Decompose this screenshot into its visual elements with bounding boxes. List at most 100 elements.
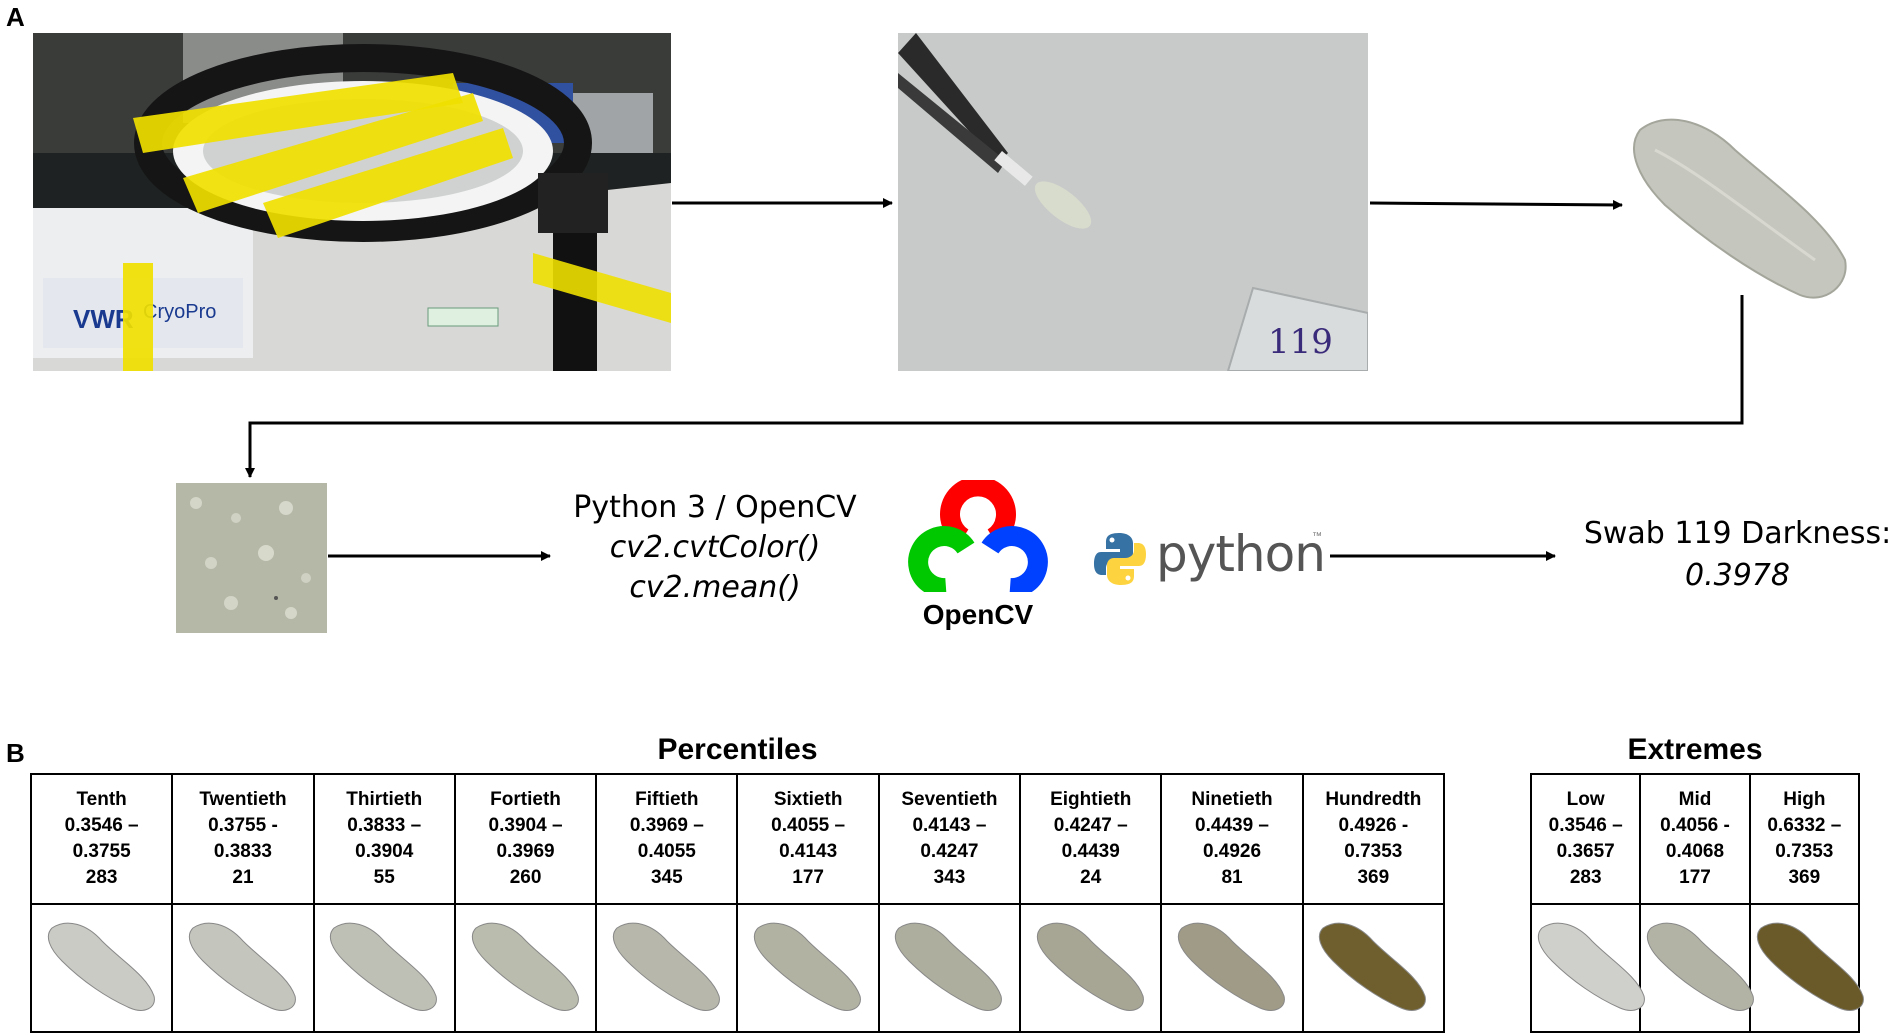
percentile-range-lo: 0.4926 -	[1338, 815, 1409, 836]
percentile-swab-cell	[595, 903, 739, 1033]
extreme-swab-image	[1756, 922, 1864, 1011]
python-snake-icon	[1094, 533, 1146, 585]
percentile-range-lo: 0.3755 -	[208, 815, 278, 836]
percentile-swab-image	[1319, 922, 1427, 1011]
ring-light-setup-photo: VWR CryoPro	[33, 33, 671, 371]
swab-on-slide-photo: 119	[898, 33, 1368, 371]
extreme-range-hi: 0.3657	[1556, 841, 1615, 862]
percentile-swab-id: 283	[85, 867, 118, 888]
percentile-swab-image	[330, 922, 438, 1011]
extreme-range-hi: 0.4068	[1665, 841, 1725, 862]
percentile-swab-id: 24	[1080, 867, 1102, 888]
opencv-logo-text: OpenCV	[922, 599, 1034, 630]
slide-label: 119	[1268, 322, 1333, 362]
percentile-range-hi: 0.4247	[920, 841, 979, 862]
arrow-isolated-to-crop	[245, 295, 1744, 478]
percentile-label: Fortieth	[490, 789, 561, 810]
percentile-label: Eightieth	[1050, 789, 1132, 810]
percentile-range-hi: 0.4143	[779, 841, 838, 862]
percentile-swab-shape	[1036, 922, 1144, 1011]
extreme-swab-cell	[1748, 903, 1864, 1033]
extreme-label: Low	[1566, 789, 1605, 810]
extreme-swab-id: 369	[1788, 867, 1821, 888]
code-title: Python 3 / OpenCV	[573, 490, 857, 525]
percentile-swab-cell	[736, 903, 880, 1033]
percentile-swab-cell	[453, 903, 598, 1033]
extreme-range-hi: 0.7353	[1775, 841, 1834, 862]
python-trademark: ™	[1312, 531, 1322, 542]
percentile-swab-cell	[29, 903, 174, 1033]
code-function-mean: cv2.mean()	[629, 570, 801, 605]
percentile-swab-image	[1036, 922, 1144, 1011]
extreme-label: High	[1783, 789, 1826, 810]
panel-label-b: B	[6, 738, 25, 768]
opencv-logo: OpenCV	[908, 476, 1048, 630]
percentile-label: Hundredth	[1325, 789, 1422, 810]
percentile-swab-id: 81	[1221, 867, 1243, 888]
percentile-swab-shape	[188, 922, 296, 1011]
percentile-swab-image	[471, 922, 579, 1011]
extreme-range-lo: 0.3546 –	[1548, 815, 1623, 836]
python-logo-text: python	[1156, 525, 1326, 583]
percentiles-image-row	[29, 903, 1446, 1033]
percentile-swab-image	[754, 922, 862, 1011]
percentile-swab-shape	[1319, 922, 1427, 1011]
arrow-swab-to-isolated	[1369, 199, 1623, 210]
percentile-range-hi: 0.4926	[1202, 841, 1262, 862]
percentile-swab-shape	[330, 922, 438, 1011]
percentile-swab-image	[188, 922, 296, 1011]
percentile-swab-shape	[754, 922, 862, 1011]
percentile-label: Thirtieth	[346, 789, 423, 810]
percentile-swab-id: 345	[650, 867, 683, 888]
extreme-swab-cell	[1529, 903, 1645, 1033]
extreme-swab-id: 177	[1679, 867, 1711, 888]
panel-label-a: A	[6, 2, 25, 32]
python-logo: python ™	[1092, 525, 1332, 597]
percentile-range-hi: 0.7353	[1344, 841, 1403, 862]
extreme-swab-shape	[1647, 922, 1755, 1011]
code-function-cvtcolor: cv2.cvtColor()	[609, 530, 821, 565]
percentile-swab-cell	[877, 903, 1022, 1033]
percentile-range-hi: 0.3755	[72, 841, 131, 862]
extreme-swab-shape	[1537, 922, 1645, 1011]
opencv-rings-icon	[908, 476, 1048, 599]
percentile-label: Sixtieth	[773, 789, 843, 810]
percentile-range-hi: 0.3833	[213, 841, 272, 862]
percentile-swab-shape	[612, 922, 720, 1011]
percentile-swab-image	[612, 922, 720, 1011]
percentile-swab-cell	[1019, 903, 1163, 1033]
percentile-swab-id: 260	[509, 867, 542, 888]
percentile-swab-id: 55	[373, 867, 395, 888]
percentile-range-lo: 0.4143 –	[912, 815, 987, 836]
extreme-header-high: High 0.6332 – 0.7353 369	[1748, 773, 1861, 905]
svg-text:CryoPro: CryoPro	[143, 301, 216, 323]
swab-closeup-crop	[176, 483, 327, 633]
extreme-range-lo: 0.6332 –	[1767, 815, 1842, 836]
extreme-swab-cell	[1639, 903, 1755, 1033]
percentile-range-hi: 0.4439	[1061, 841, 1120, 862]
percentile-header-hundredth: Hundredth 0.4926 - 0.7353 369	[1301, 773, 1446, 905]
percentile-swab-image	[47, 922, 155, 1011]
percentile-swab-image	[895, 922, 1003, 1011]
percentile-swab-id: 177	[792, 867, 824, 888]
extreme-swab-shape	[1756, 922, 1864, 1011]
extreme-swab-image	[1537, 922, 1645, 1011]
percentile-label: Seventieth	[901, 789, 998, 810]
percentile-range-lo: 0.3546 –	[64, 815, 139, 836]
percentile-swab-id: 369	[1357, 867, 1390, 888]
percentile-range-lo: 0.3904 –	[488, 815, 563, 836]
